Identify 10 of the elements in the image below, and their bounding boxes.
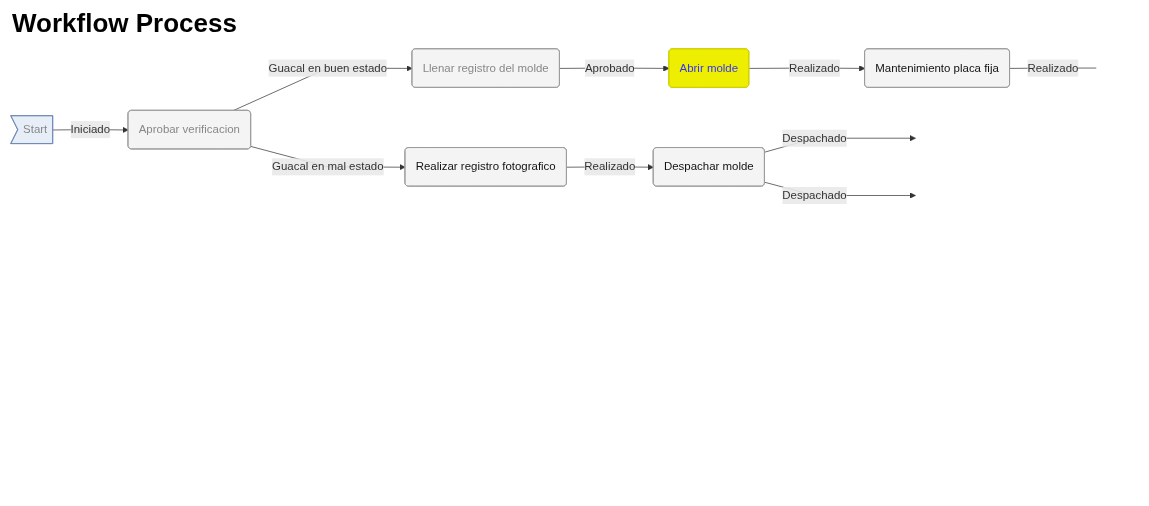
edge-label: Realizado	[583, 160, 635, 173]
edge-label: Despachado	[781, 189, 847, 202]
edge-label: Realizado	[1026, 61, 1078, 74]
edge-label: Guacal en buen estado	[268, 61, 387, 74]
edge-label: Realizado	[788, 61, 840, 74]
diagram-title: Workflow Process	[12, 8, 237, 39]
edge-label: Aprobado	[584, 61, 635, 74]
edge-label: Despachado	[781, 131, 847, 144]
edge-label: Iniciado	[70, 123, 110, 136]
edge-label: Guacal en mal estado	[271, 160, 383, 173]
